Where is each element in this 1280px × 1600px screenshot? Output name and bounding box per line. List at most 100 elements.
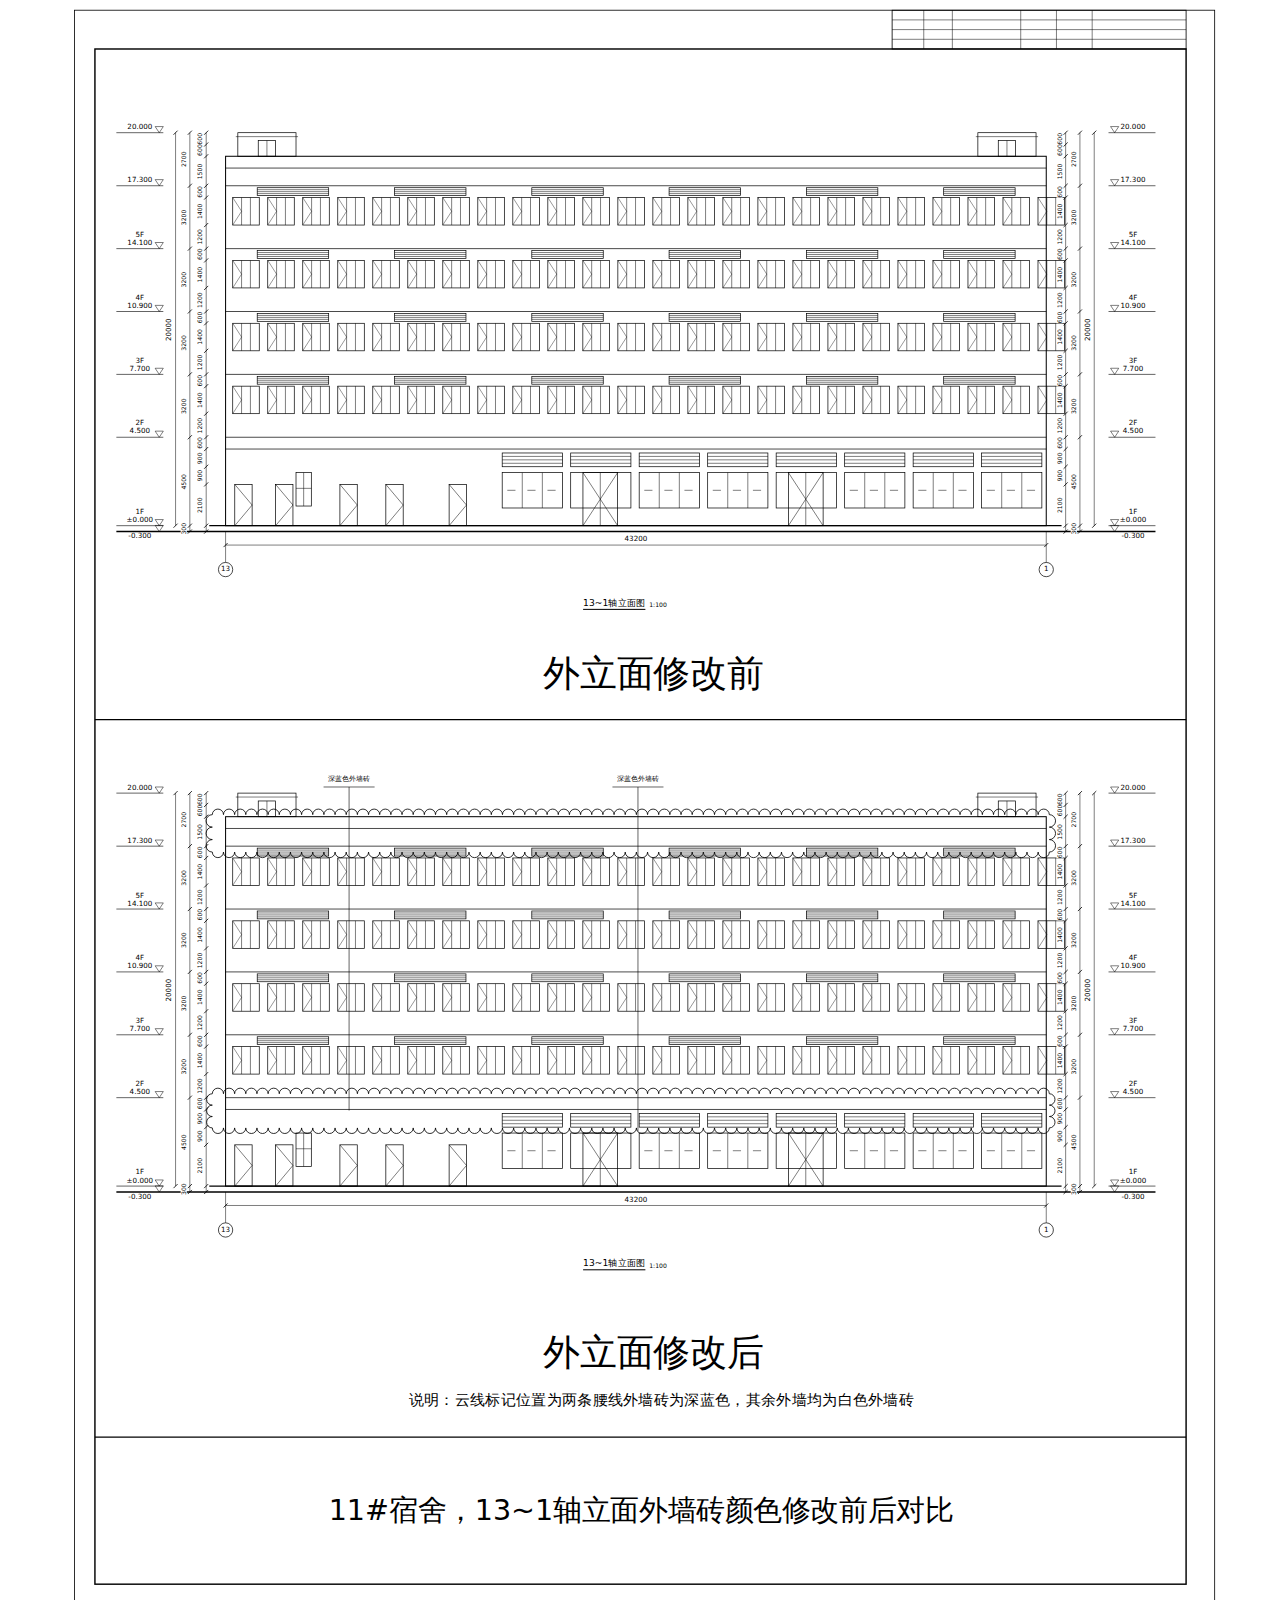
window-mullion [1020, 1047, 1021, 1075]
dimension-tick [174, 1184, 178, 1188]
dimension-tick [1064, 524, 1068, 528]
window [443, 386, 470, 414]
dimension-tick [204, 1184, 208, 1188]
louver [806, 251, 877, 259]
casement-mark [1003, 997, 1012, 1011]
elevation-value: 17.300 [1121, 837, 1146, 844]
detail-dimension: 1200 [1056, 1015, 1062, 1031]
dimension-tick [204, 223, 208, 227]
window-mullion [845, 858, 846, 886]
elevation-value: -0.300 [128, 1194, 151, 1201]
louver-slat [944, 193, 1015, 194]
casement-mark [1038, 198, 1047, 212]
casement-mark [933, 935, 942, 949]
window [933, 198, 960, 226]
window-mullion [425, 1047, 426, 1075]
louver-slat [502, 1120, 562, 1121]
casement-mark [303, 1060, 312, 1074]
dimension-tick [204, 309, 208, 313]
level-line [116, 185, 163, 186]
floor-name: 1F [1129, 509, 1138, 516]
floor-height-dimension: 3200 [181, 335, 187, 351]
dimension-tick [204, 184, 208, 188]
shopfront-window [913, 473, 973, 508]
louver-slat [944, 914, 1015, 915]
casement-mark [303, 984, 312, 998]
casement-mark [653, 274, 662, 288]
window [338, 198, 365, 226]
louver-slat [806, 852, 877, 853]
glazing-mark [918, 1150, 926, 1151]
window-mullion [740, 921, 741, 949]
elevation-value: ±0.000 [1120, 1177, 1146, 1184]
casement-mark [758, 211, 767, 225]
window [373, 386, 400, 414]
window [443, 1047, 470, 1075]
casement-mark [583, 274, 592, 288]
casement-mark [618, 323, 627, 337]
dimension-tick [188, 844, 192, 848]
casement-mark [548, 198, 557, 212]
dimension-tick [204, 524, 208, 528]
casement-mark [233, 872, 242, 886]
casement-mark [688, 323, 697, 337]
floor-height-dimension: 3200 [1071, 933, 1077, 949]
shopfront-window [502, 1133, 562, 1168]
window-mullion [810, 984, 811, 1012]
window-mullion [250, 198, 251, 226]
casement-mark [898, 198, 907, 212]
casement-mark [478, 997, 487, 1011]
window-mullion [1020, 858, 1021, 886]
window-mullion [880, 1047, 881, 1075]
window [303, 921, 330, 949]
louver [257, 188, 328, 196]
casement-mark [268, 400, 277, 414]
floor-height-dimension: 3200 [181, 870, 187, 886]
detail-dimension: 1400 [197, 864, 203, 880]
casement-mark [793, 198, 802, 212]
window [513, 323, 540, 351]
casement-mark [373, 274, 382, 288]
window [408, 921, 435, 949]
window-transom [296, 488, 311, 489]
casement-mark [863, 921, 872, 935]
window-mullion [635, 323, 636, 351]
casement-mark [513, 386, 522, 400]
casement-mark [618, 984, 627, 998]
leader-line [349, 787, 350, 1111]
casement-mark [408, 1060, 417, 1074]
casement-mark [688, 997, 697, 1011]
window [618, 386, 645, 414]
louver [532, 251, 603, 259]
title-block-column [1020, 10, 1021, 49]
level-symbol [155, 840, 163, 846]
casement-mark [548, 858, 557, 872]
glazing-mark [850, 1150, 858, 1151]
door-swing [583, 499, 600, 526]
casement-mark [653, 323, 662, 337]
double-door [788, 473, 823, 526]
window-mullion [1006, 801, 1007, 817]
casement-mark [373, 1060, 382, 1074]
casement-mark [583, 984, 592, 998]
casement-mark [548, 984, 557, 998]
casement-mark [933, 211, 942, 225]
casement-mark [863, 323, 872, 337]
window [583, 921, 610, 949]
floor-height-dimension: 3200 [1071, 398, 1077, 414]
dimension-tick [1092, 1184, 1096, 1188]
casement-mark [513, 337, 522, 351]
window-mullion [250, 858, 251, 886]
axis-line [1046, 1192, 1047, 1223]
window [338, 260, 365, 288]
louver-slat [571, 1120, 631, 1121]
window [583, 984, 610, 1012]
casement-mark [303, 872, 312, 886]
detail-dimension: 600 [1056, 133, 1062, 145]
window-mullion [355, 921, 356, 949]
door-swing [600, 499, 617, 526]
window [688, 260, 715, 288]
drawing-caption: 13~1轴立面图 [583, 1259, 645, 1270]
casement-mark [408, 274, 417, 288]
detail-dimension: 600 [197, 437, 203, 449]
